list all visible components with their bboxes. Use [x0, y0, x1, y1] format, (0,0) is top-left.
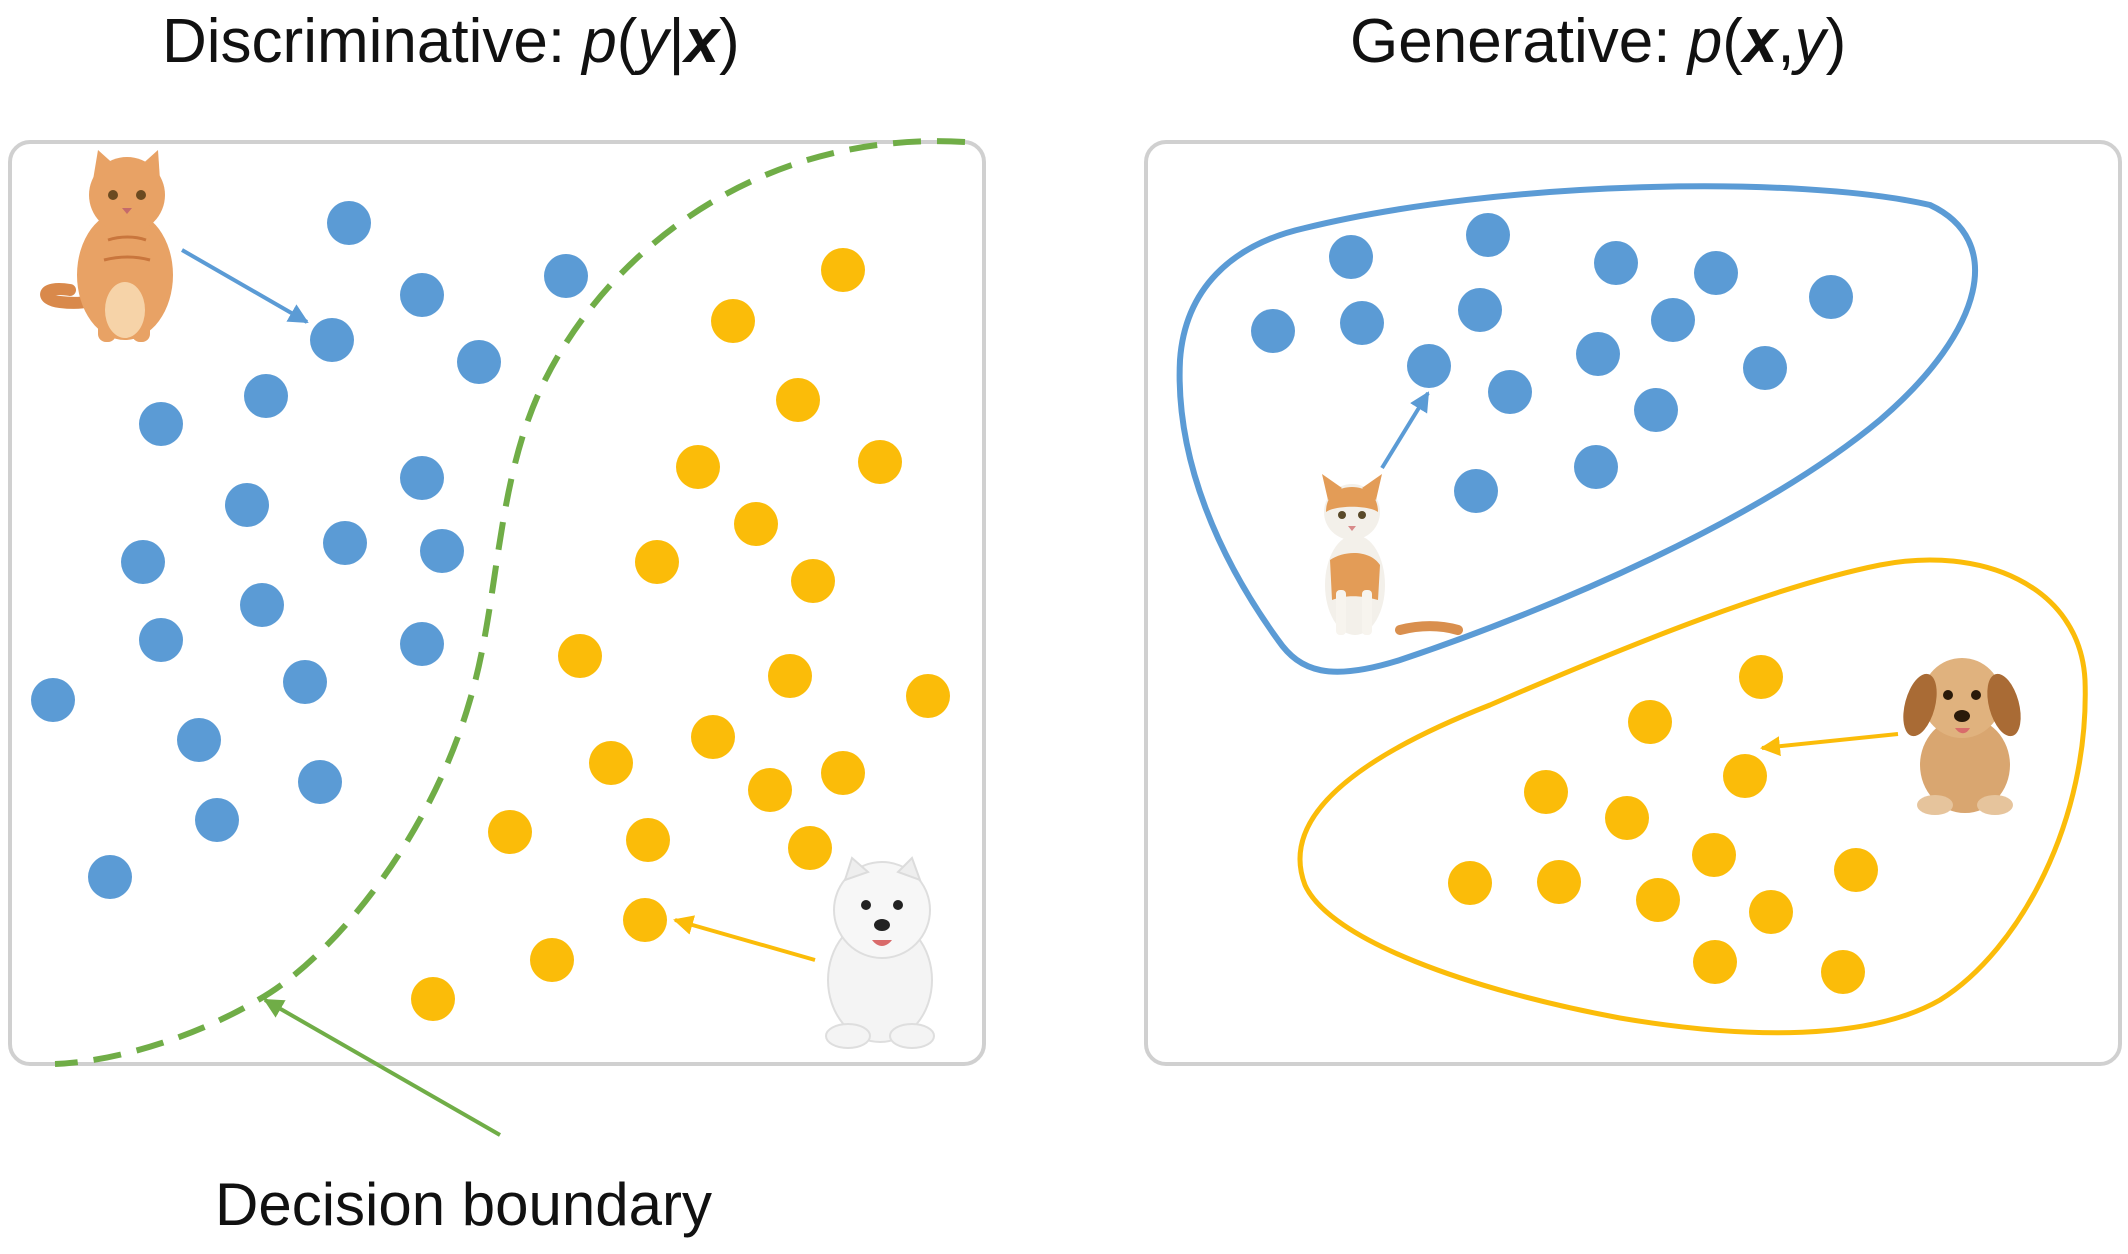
cat-class-region: [1176, 183, 1978, 675]
right-cat-dot: [1634, 388, 1678, 432]
left-cat-dot: [544, 254, 588, 298]
left-dog-dot: [530, 938, 574, 982]
right-dog-arrow: [1760, 732, 1899, 757]
left-dog-dot: [821, 248, 865, 292]
left-cat-dot: [400, 273, 444, 317]
left-cat-dot: [400, 456, 444, 500]
right-cat-dot: [1809, 275, 1853, 319]
left-cat-dot: [225, 483, 269, 527]
right-cat-dot: [1454, 469, 1498, 513]
left-cat-arrow: [181, 248, 309, 324]
left-cat-dot: [31, 678, 75, 722]
right-dog-dot: [1739, 655, 1783, 699]
left-dog-dot: [711, 299, 755, 343]
right-dog-dot: [1749, 890, 1793, 934]
right-cat-dot: [1251, 309, 1295, 353]
right-cat-dot: [1694, 251, 1738, 295]
left-cat-dot: [121, 540, 165, 584]
left-cat-dot: [298, 760, 342, 804]
left-cat-dot: [457, 340, 501, 384]
left-cat-dot: [139, 618, 183, 662]
generative-panel: [1144, 140, 2122, 1066]
right-cat-dot: [1651, 298, 1695, 342]
left-cat-dot: [88, 855, 132, 899]
boundary-pointer-arrow: [263, 998, 501, 1137]
right-dog-dot: [1448, 861, 1492, 905]
left-dog-dot: [691, 715, 735, 759]
right-cat-dot: [1576, 332, 1620, 376]
decision-boundary-caption: Decision boundary: [215, 1171, 712, 1238]
left-cat-dot: [240, 583, 284, 627]
left-dog-dot: [768, 654, 812, 698]
right-cat-arrow: [1380, 391, 1430, 470]
right-dog-dot: [1821, 950, 1865, 994]
right-dog-dot: [1524, 770, 1568, 814]
right-dog-dot: [1636, 878, 1680, 922]
left-cat-dot: [244, 374, 288, 418]
orange-tabby-cat-icon: [40, 150, 173, 342]
left-dog-dot: [748, 768, 792, 812]
left-cat-dot: [177, 718, 221, 762]
left-dog-dot: [626, 818, 670, 862]
right-dog-dot: [1692, 833, 1736, 877]
dog-class-region: [1297, 557, 2088, 1036]
right-dog-dot: [1834, 848, 1878, 892]
left-dog-dot: [589, 741, 633, 785]
discriminative-title: Discriminative: p(y|x): [162, 7, 740, 76]
left-dog-dot: [411, 977, 455, 1021]
right-cat-dot: [1407, 344, 1451, 388]
left-dog-arrow: [673, 915, 816, 962]
left-cat-dot: [327, 201, 371, 245]
left-cat-dot: [283, 660, 327, 704]
white-terrier-dog-icon: [825, 856, 935, 1049]
left-dog-dot: [635, 540, 679, 584]
left-cat-dot: [323, 521, 367, 565]
brown-puppy-dog-icon: [1903, 658, 2021, 815]
left-dog-dot: [858, 440, 902, 484]
kitten-icon: [1322, 474, 1463, 635]
left-cat-dot: [139, 402, 183, 446]
left-dog-dot: [906, 674, 950, 718]
left-cat-dot: [195, 798, 239, 842]
right-cat-dot: [1743, 346, 1787, 390]
right-cat-dot: [1329, 235, 1373, 279]
right-dog-dot: [1605, 796, 1649, 840]
left-dog-dot: [734, 502, 778, 546]
left-dog-dot: [821, 751, 865, 795]
right-cat-dot: [1574, 445, 1618, 489]
left-dog-dot: [623, 898, 667, 942]
left-dog-dot: [488, 810, 532, 854]
left-cat-dot: [310, 318, 354, 362]
right-cat-dot: [1458, 288, 1502, 332]
right-cat-dot: [1488, 370, 1532, 414]
left-cat-dot: [400, 622, 444, 666]
right-dog-dot: [1537, 860, 1581, 904]
right-cat-dot: [1466, 213, 1510, 257]
right-dog-dot: [1628, 700, 1672, 744]
right-dog-dot: [1693, 940, 1737, 984]
right-dog-dot: [1723, 754, 1767, 798]
left-dog-dot: [776, 378, 820, 422]
left-cat-dot: [420, 529, 464, 573]
left-dog-dot: [558, 634, 602, 678]
left-dog-dot: [676, 445, 720, 489]
left-dog-dot: [788, 826, 832, 870]
generative-title: Generative: p(x,y): [1350, 7, 1847, 76]
left-dog-dot: [791, 559, 835, 603]
decision-boundary-line: [54, 138, 966, 1067]
discriminative-panel: [8, 140, 986, 1066]
right-cat-dot: [1594, 241, 1638, 285]
right-cat-dot: [1340, 301, 1384, 345]
